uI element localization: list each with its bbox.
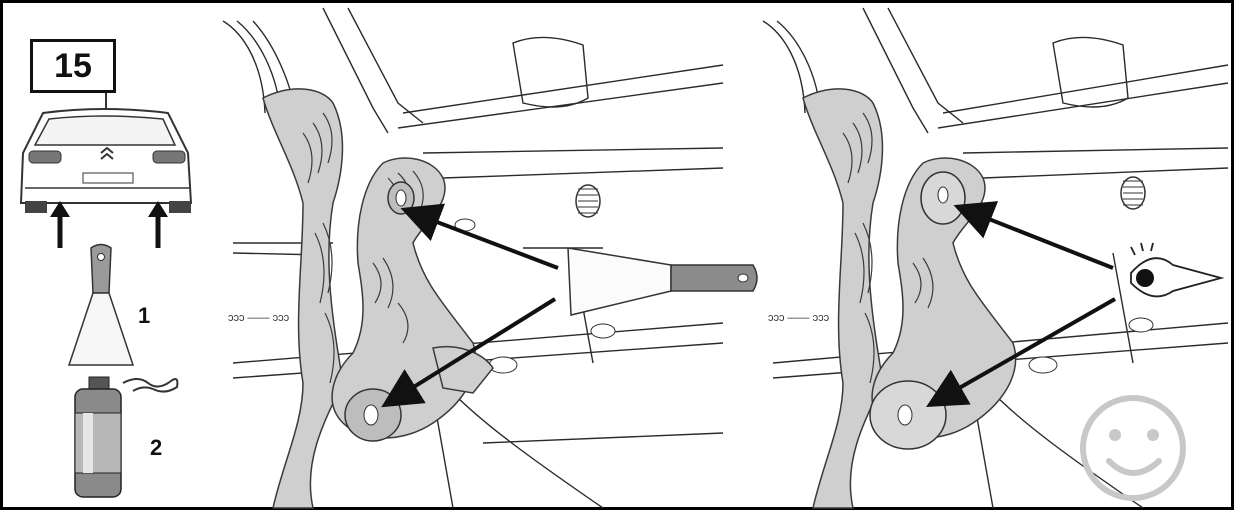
eye-icon bbox=[1131, 243, 1221, 296]
underbody-drawing-before: ɔɔɔ —— ɔɔɔ bbox=[223, 8, 723, 508]
smiley-icon bbox=[1083, 398, 1183, 498]
scraper-icon bbox=[69, 245, 133, 366]
svg-text:ɔɔɔ —— ɔɔɔ: ɔɔɔ —— ɔɔɔ bbox=[228, 312, 290, 324]
spray-can-icon bbox=[75, 377, 177, 497]
car-rear-icon bbox=[21, 93, 191, 213]
scraper-tool-illustration bbox=[568, 248, 757, 315]
diagram-canvas: ɔɔɔ —— ɔɔɔ bbox=[3, 3, 1234, 513]
upward-arrows-icon bbox=[50, 201, 168, 248]
svg-text:ɔɔɔ —— ɔɔɔ: ɔɔɔ —— ɔɔɔ bbox=[768, 312, 830, 324]
